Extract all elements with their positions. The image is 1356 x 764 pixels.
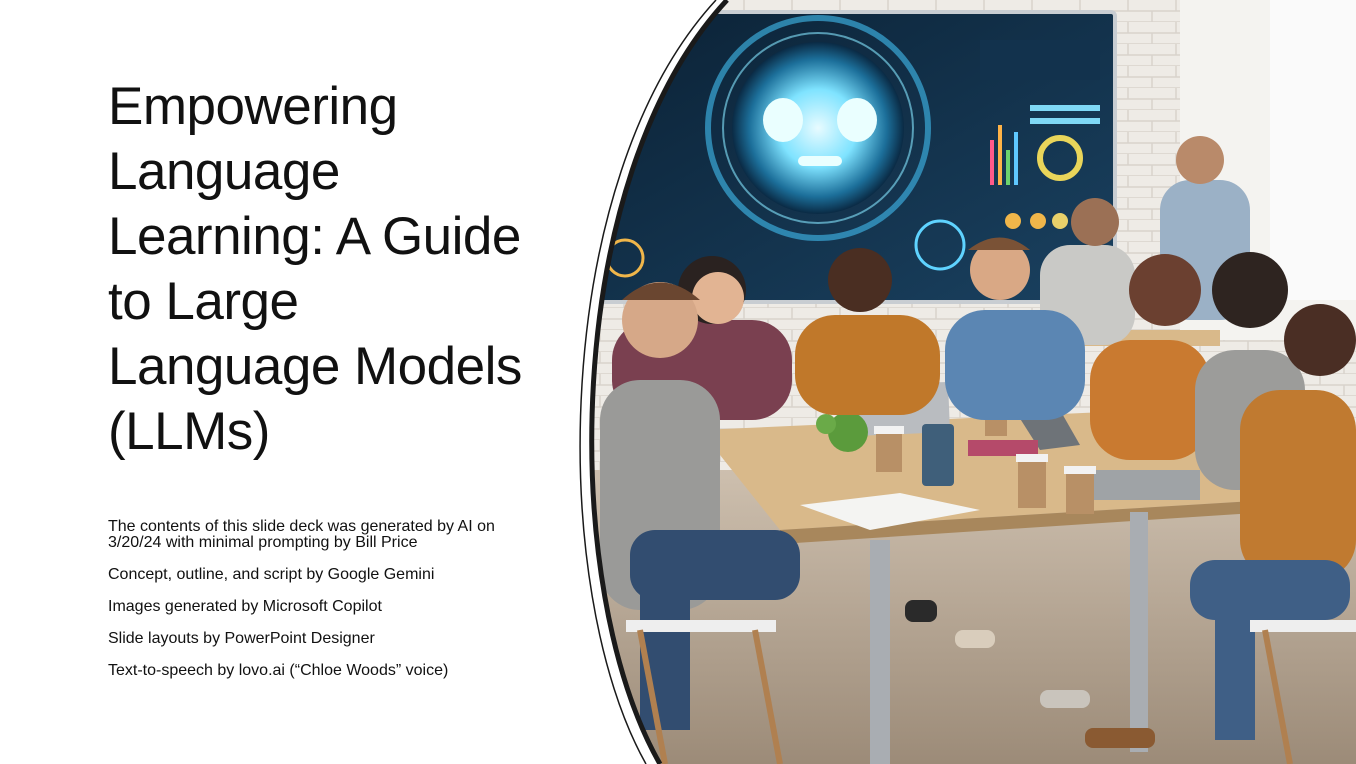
credits-block: The contents of this slide deck was gene…	[108, 519, 528, 695]
credit-images: Images generated by Microsoft Copilot	[108, 598, 382, 615]
credit-layouts: Slide layouts by PowerPoint Designer	[108, 630, 375, 647]
credit-tts: Text-to-speech by lovo.ai (“Chloe Woods”…	[108, 662, 449, 679]
credit-concept: Concept, outline, and script by Google G…	[108, 566, 435, 583]
slide-title: Empowering Language Learning: A Guide to…	[108, 77, 522, 461]
credit-ai-generation: The contents of this slide deck was gene…	[108, 518, 495, 551]
